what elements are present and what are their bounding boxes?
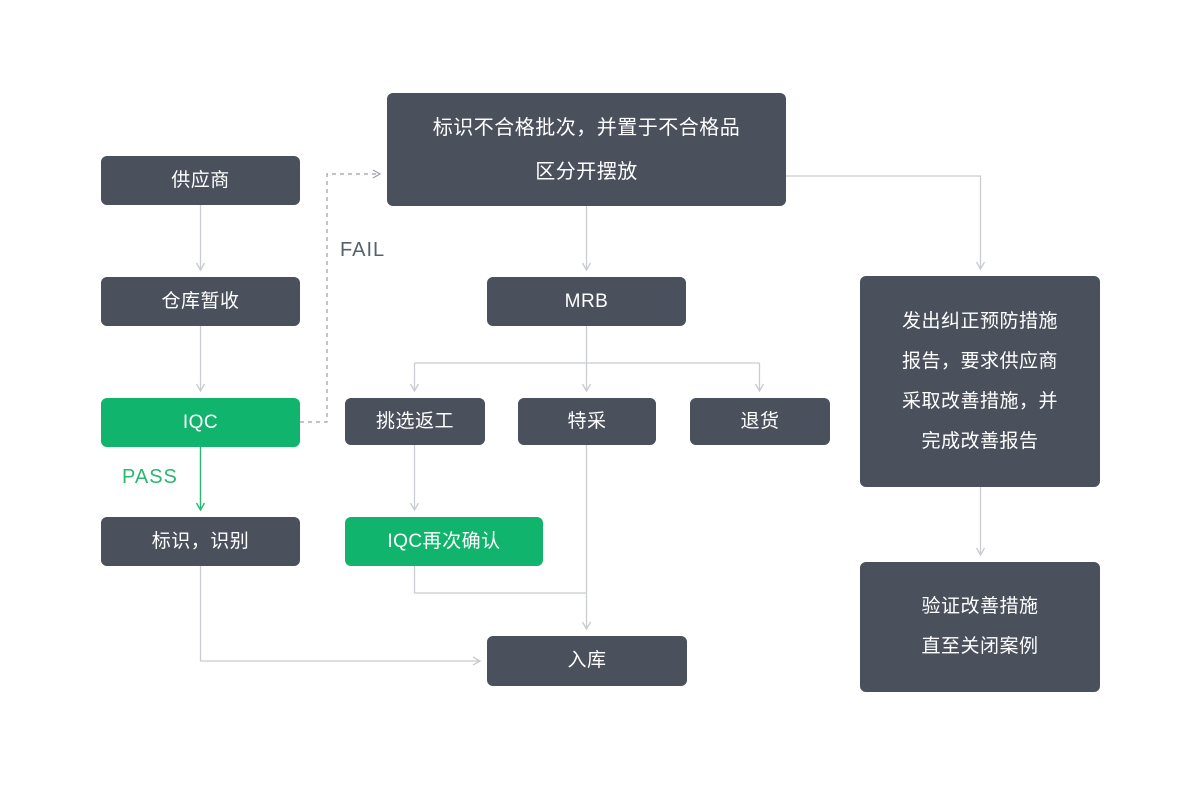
node-supplier-label: 供应商 <box>171 169 230 191</box>
node-stock-in-label: 入库 <box>567 650 607 671</box>
node-supplier[interactable]: 供应商 <box>101 156 300 205</box>
edge-iqc-markng-fail <box>300 169 382 423</box>
node-identify-label: 标识，识别 <box>151 530 250 552</box>
edge-label-pass: PASS <box>122 466 178 489</box>
node-mrb-label: MRB <box>564 290 609 312</box>
edge-label-fail: FAIL <box>340 239 385 262</box>
node-stock-in[interactable]: 入库 <box>487 636 687 686</box>
node-iqc[interactable]: IQC <box>101 398 300 447</box>
node-verify-close-case[interactable]: 验证改善措施 直至关闭案例 <box>860 562 1100 692</box>
node-warehouse-label: 仓库暂收 <box>161 290 240 312</box>
node-mrb[interactable]: MRB <box>487 277 686 326</box>
node-return-goods-label: 退货 <box>740 410 780 432</box>
edge-markng-car <box>786 175 986 271</box>
node-return-goods[interactable]: 退货 <box>690 398 830 445</box>
edge-identify-stockin <box>199 566 482 666</box>
node-iqc-recheck-label: IQC再次确认 <box>387 530 501 552</box>
node-iqc-label: IQC <box>182 411 219 433</box>
node-corrective-action-label: 发出纠正预防措施 报告，要求供应商 采取改善措施，并 完成改善报告 <box>901 310 1058 452</box>
node-corrective-action-report[interactable]: 发出纠正预防措施 报告，要求供应商 采取改善措施，并 完成改善报告 <box>860 276 1100 487</box>
edge-label-pass-text: PASS <box>122 466 178 488</box>
node-special-acceptance[interactable]: 特采 <box>518 398 656 445</box>
node-special-acceptance-label: 特采 <box>567 410 607 432</box>
edge-iqcrecheck-stockin <box>413 566 587 594</box>
node-identify-mark[interactable]: 标识，识别 <box>101 517 300 566</box>
node-mark-nonconforming-lot[interactable]: 标识不合格批次，并置于不合格品 区分开摆放 <box>387 93 786 206</box>
node-mark-nonconforming-label: 标识不合格批次，并置于不合格品 区分开摆放 <box>432 116 741 183</box>
node-warehouse-temp-receipt[interactable]: 仓库暂收 <box>101 277 300 326</box>
edge-label-fail-text: FAIL <box>340 239 386 261</box>
node-sort-rework-label: 挑选返工 <box>375 410 454 432</box>
node-verify-close-label: 验证改善措施 直至关闭案例 <box>921 596 1039 657</box>
edge-mrb-bus <box>414 326 760 364</box>
node-iqc-recheck[interactable]: IQC再次确认 <box>345 517 543 566</box>
node-sort-rework[interactable]: 挑选返工 <box>345 398 485 445</box>
